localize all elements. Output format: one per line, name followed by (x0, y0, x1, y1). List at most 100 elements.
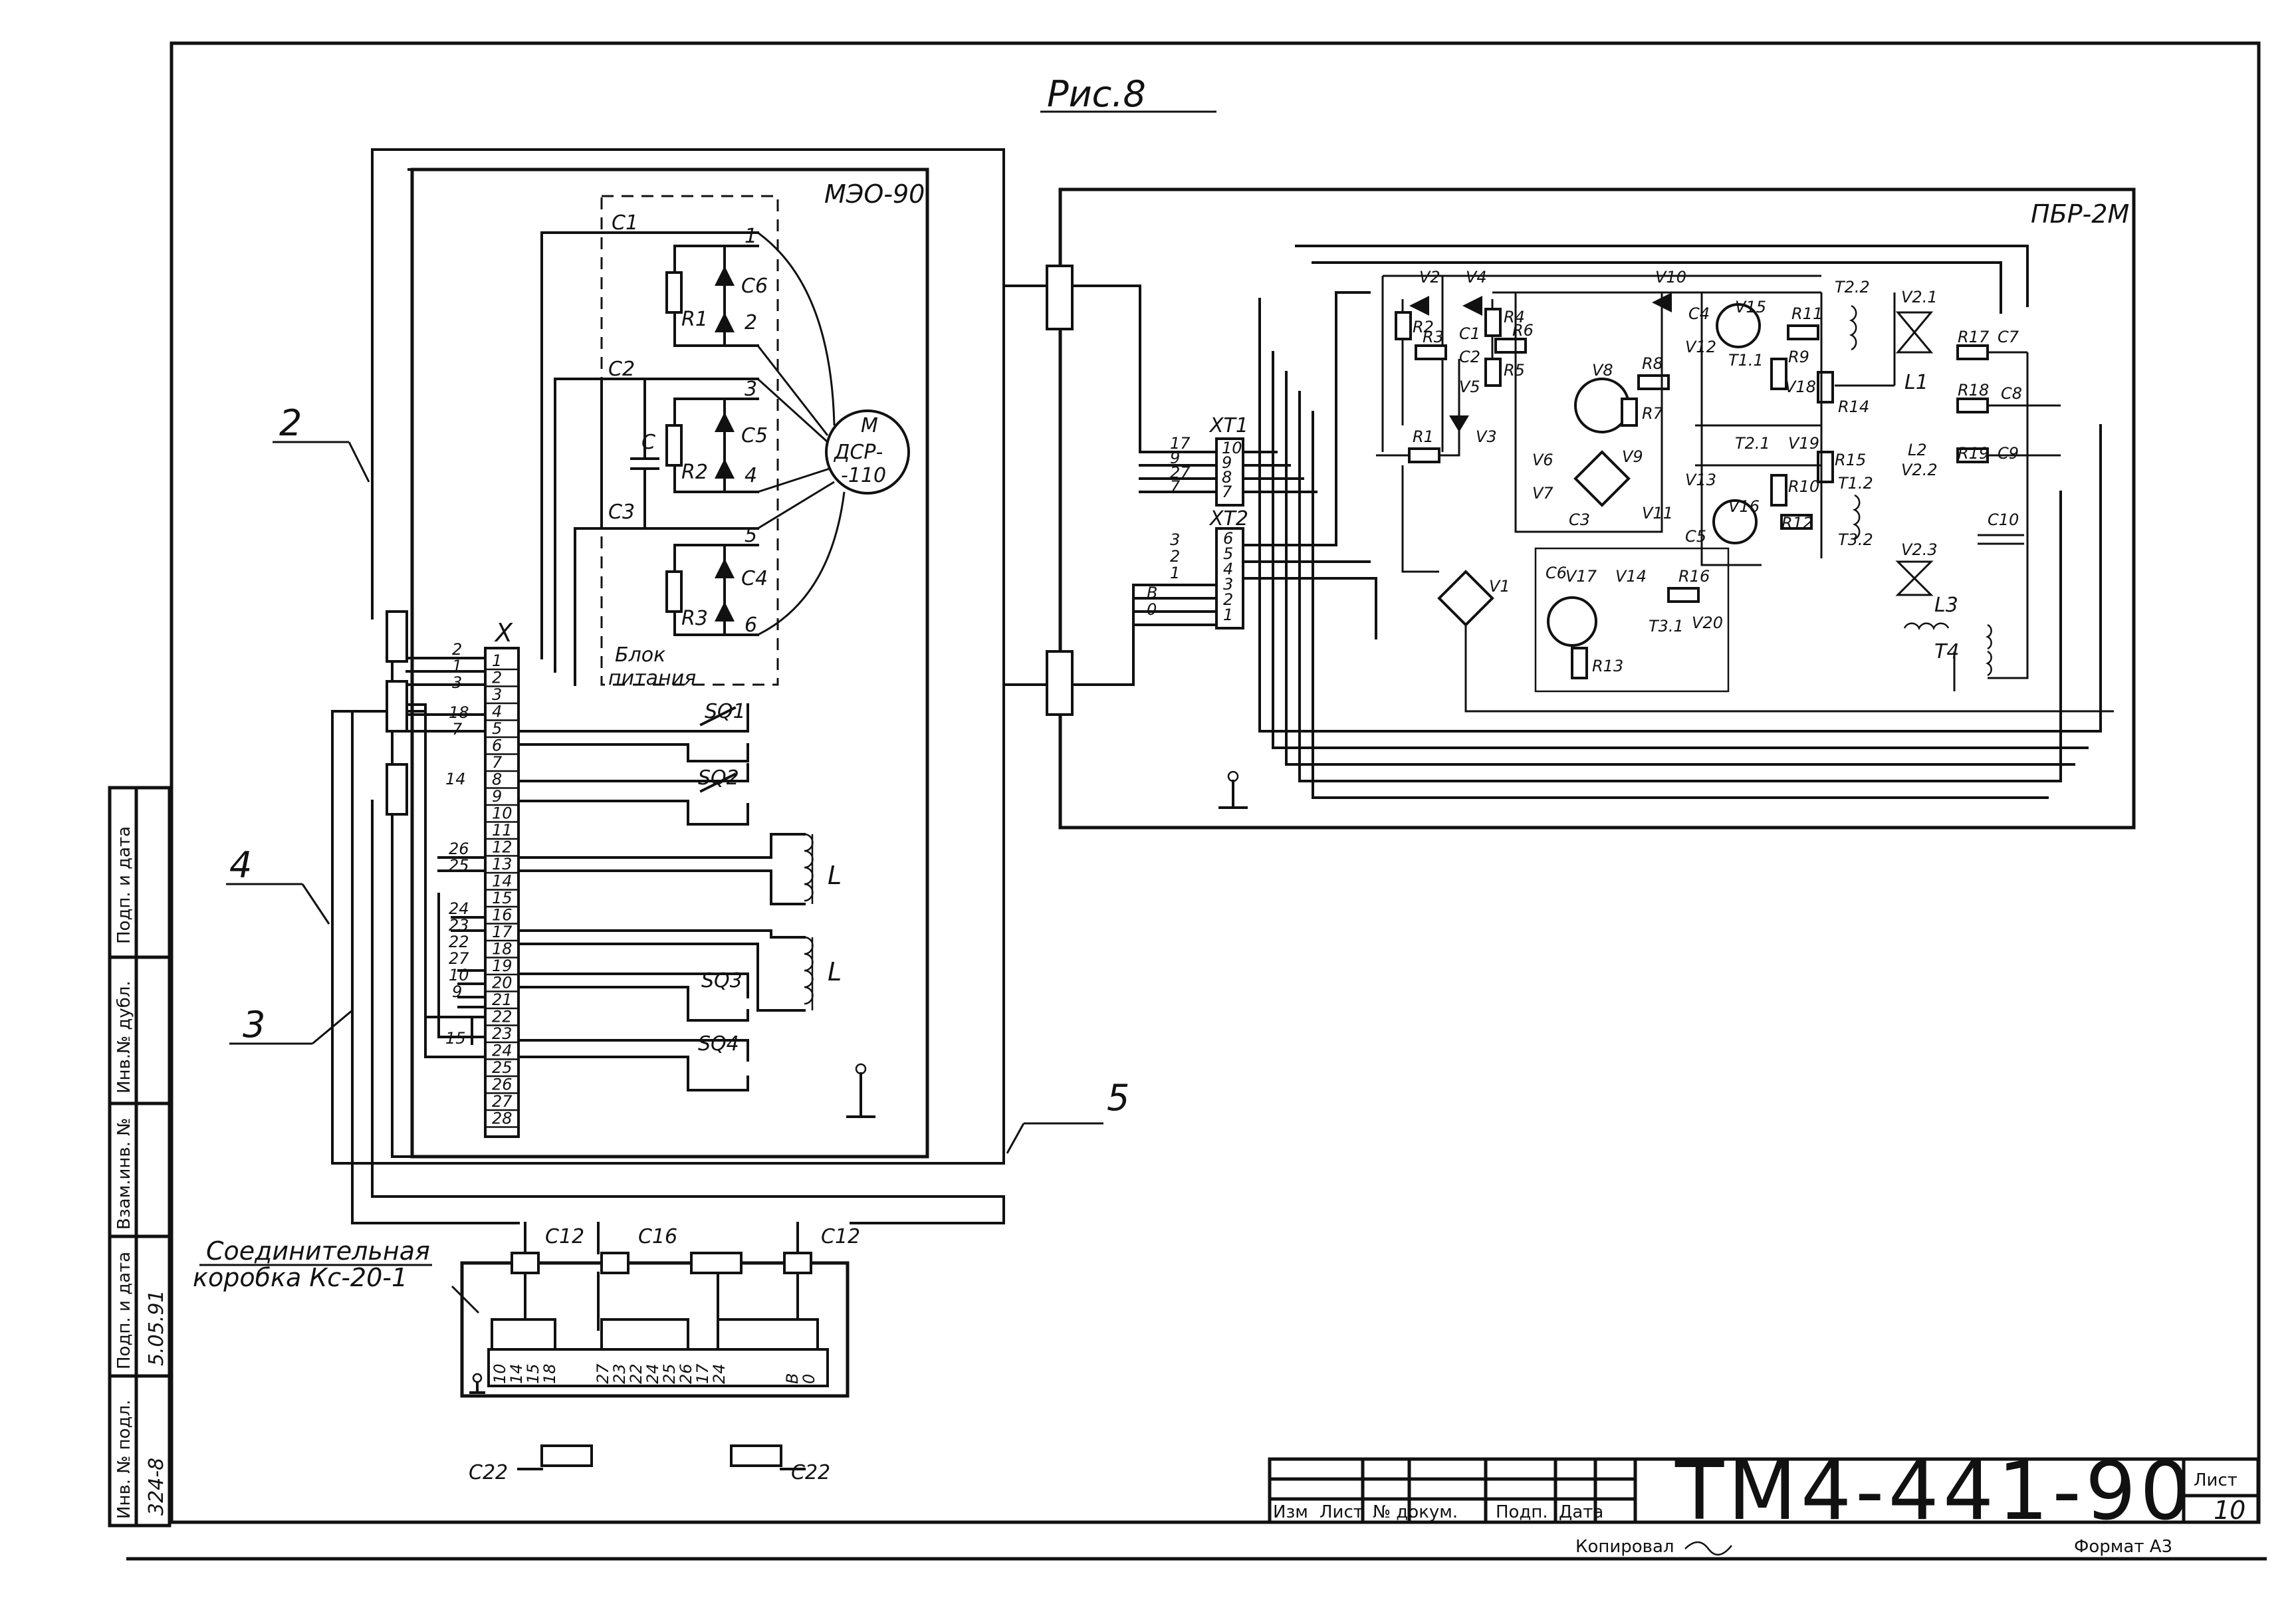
terminal-x-7: 7 (492, 753, 503, 772)
res-r15-pbr: R15 (1835, 451, 1866, 469)
jbox-terminal-14: 14 (507, 1363, 526, 1384)
xt2-header: ХТ2 (1208, 507, 1248, 530)
diode-v12: V12 (1685, 338, 1716, 356)
transistor-v15: V15 (1735, 298, 1766, 316)
tap-2: 2 (745, 311, 757, 334)
wire-label-14: 14 (445, 770, 466, 788)
diode-v6: V6 (1532, 451, 1553, 469)
cap-c3-label: С3 (608, 501, 635, 524)
terminal-x-23: 23 (492, 1024, 513, 1043)
res-r1: R1 (681, 308, 708, 331)
inductor-l2: L (828, 957, 842, 986)
res-r18-pbr: R18 (1958, 381, 1989, 400)
tap-1: 1 (745, 225, 757, 248)
transformer-t11: T1.1 (1728, 351, 1764, 370)
transistor-v8: V8 (1592, 361, 1613, 380)
res-r2-pbr: R2 (1413, 318, 1434, 336)
wire-label-10: 10 (449, 966, 469, 984)
cap-c2-pbr: C2 (1459, 348, 1480, 366)
res-r13-pbr: R13 (1592, 657, 1623, 675)
row-label-izm: Изм (1273, 1502, 1308, 1522)
inductor-l2-pbr: L2 (1908, 441, 1927, 459)
diode-v11: V11 (1642, 504, 1673, 522)
terminal-x-27: 27 (492, 1092, 513, 1111)
jbox-terminal-26: 26 (677, 1363, 695, 1384)
jbox-title-2: коробка Кс-20-1 (193, 1263, 407, 1292)
res-r7-pbr: R7 (1642, 404, 1664, 423)
diode-v2: V2 (1419, 268, 1440, 286)
jbox-terminal-24: 24 (710, 1363, 729, 1384)
terminal-x-6: 6 (492, 737, 502, 755)
transistor-v17: V17 (1565, 567, 1597, 586)
gland-c22-left: С22 (469, 1461, 508, 1484)
inductor-l1: L (828, 861, 842, 890)
side-label-2: Инв.№ дубл. (114, 980, 134, 1093)
terminal-xt1-9: 9 (1222, 453, 1232, 472)
res-r3: R3 (681, 607, 708, 630)
res-r12-pbr: R12 (1781, 514, 1813, 532)
diode-v14: V14 (1615, 567, 1647, 586)
terminal-block-x (484, 647, 520, 1138)
terminal-xt2-5: 5 (1223, 544, 1233, 563)
cap-c2-label: С2 (608, 358, 635, 381)
jbox-terminal-27: 27 (594, 1363, 612, 1384)
terminal-xt1-10: 10 (1222, 439, 1242, 457)
terminal-xt2-4: 4 (1223, 560, 1233, 578)
terminal-x-28: 28 (492, 1109, 513, 1128)
wire-label-22: 22 (449, 933, 469, 951)
jbox-terminal-17: 17 (693, 1363, 712, 1384)
thyristor-v23: V2.3 (1901, 540, 1938, 559)
terminal-x-19: 19 (492, 957, 513, 975)
power-block-label-2: питания (608, 667, 696, 690)
jbox-title-1: Соединительная (206, 1236, 430, 1266)
terminal-xt1-8: 8 (1222, 468, 1232, 487)
terminal-x-26: 26 (492, 1076, 513, 1094)
terminal-xt2-1: 1 (1223, 606, 1233, 624)
terminal-x-5: 5 (492, 719, 502, 738)
terminal-x-3: 3 (492, 685, 502, 704)
res-r1-pbr: R1 (1413, 427, 1434, 446)
terminal-x-20: 20 (492, 974, 513, 992)
terminal-x-9: 9 (492, 787, 502, 806)
transformer-t32: T3.2 (1838, 530, 1873, 549)
pbr-name: ПБР-2М (2031, 199, 2129, 229)
cap-c4-pbr: C4 (1688, 304, 1710, 323)
cap-c3-pbr: C3 (1569, 511, 1590, 529)
diode-v4: V4 (1466, 268, 1487, 286)
x1-wire-27: 27 (1170, 463, 1191, 482)
diode-v13: V13 (1685, 471, 1716, 489)
x2-wire-0: 0 (1147, 600, 1157, 619)
wire-label-23: 23 (449, 916, 469, 935)
side-label-3: Взам.инв. № (114, 1118, 134, 1230)
side-stamp: Подп. и дата Инв.№ дубл. Взам.инв. № Под… (108, 786, 172, 1528)
drawing-number: ТМ4-441-90 (1674, 1446, 2195, 1538)
cap-c1-pbr: C1 (1459, 324, 1480, 343)
wire-label-25: 25 (449, 856, 469, 875)
terminal-x-1: 1 (492, 651, 502, 670)
jbox-terminal-22: 22 (627, 1363, 645, 1384)
side-date-value: 5.05.91 (145, 1290, 168, 1366)
side-label-4: Подп. и дата (114, 1252, 134, 1369)
wire-label-26: 26 (449, 840, 469, 858)
side-inv-value: 324-8 (145, 1458, 168, 1516)
thyristor-v21: V2.1 (1901, 288, 1938, 306)
gland-c22-right: С22 (791, 1461, 830, 1484)
cap-c10-pbr: C10 (1988, 511, 2019, 529)
diode-v19: V19 (1788, 434, 1819, 453)
switch-sq2: SQ2 (698, 766, 739, 790)
res-r11-pbr: R11 (1791, 304, 1823, 323)
terminal-x-15: 15 (492, 889, 513, 907)
switch-sq4: SQ4 (698, 1032, 739, 1056)
tap-3: 3 (745, 378, 757, 401)
switch-sq1: SQ1 (705, 700, 746, 723)
row-label-sign: Подп. (1496, 1502, 1548, 1522)
transformer-t12: T1.2 (1838, 474, 1873, 493)
terminal-xt2-2: 2 (1223, 590, 1233, 609)
sheet-number: 10 (2214, 1496, 2245, 1525)
transformer-t21: T2.1 (1735, 434, 1770, 453)
jbox-terminal-24: 24 (643, 1363, 662, 1384)
x2-wire-1: 1 (1170, 564, 1180, 582)
wire-label-9: 9 (452, 982, 462, 1001)
